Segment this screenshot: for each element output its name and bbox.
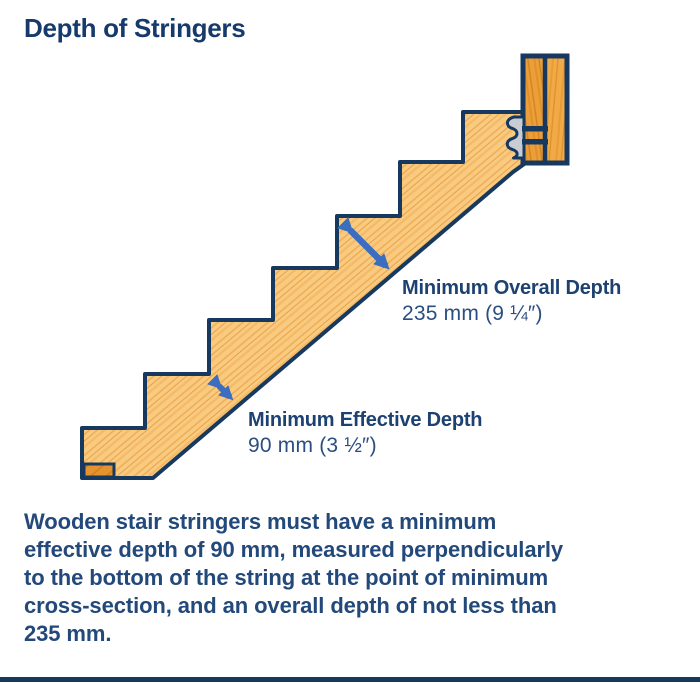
description-paragraph: Wooden stair stringers must have a minim… [24,508,694,648]
bottom-bar [0,677,700,682]
effective-depth-arrow-icon [207,374,234,401]
description-line: 235 mm. [24,621,112,646]
description-line: to the bottom of the string at the point… [24,565,549,590]
overall-depth-arrow-icon [337,217,390,270]
page-title: Depth of Stringers [24,13,246,43]
stringer-foot-block [82,462,116,479]
metal-connector-icon [505,115,526,160]
overall-depth-label: Minimum Overall Depth [402,277,622,299]
description-line: cross-section, and an overall depth of n… [24,593,557,618]
overall-depth-value: 235 mm (9 ¼″) [402,302,543,325]
bolt-bottom-icon [522,139,548,145]
post-outline [520,53,570,166]
effective-depth-label: Minimum Effective Depth [248,409,483,431]
description-line: effective depth of 90 mm, measured perpe… [24,537,564,562]
post-left-plank [525,58,545,162]
description-line: Wooden stair stringers must have a minim… [24,509,497,534]
deck-post [520,53,570,166]
post-right-plank [545,58,565,162]
overall-depth-annotation: Minimum Overall Depth 235 mm (9 ¼″) [402,277,621,326]
bolt-top-icon [522,126,548,132]
effective-depth-value: 90 mm (3 ½″) [248,434,377,457]
effective-depth-annotation: Minimum Effective Depth 90 mm (3 ½″) [248,409,483,458]
